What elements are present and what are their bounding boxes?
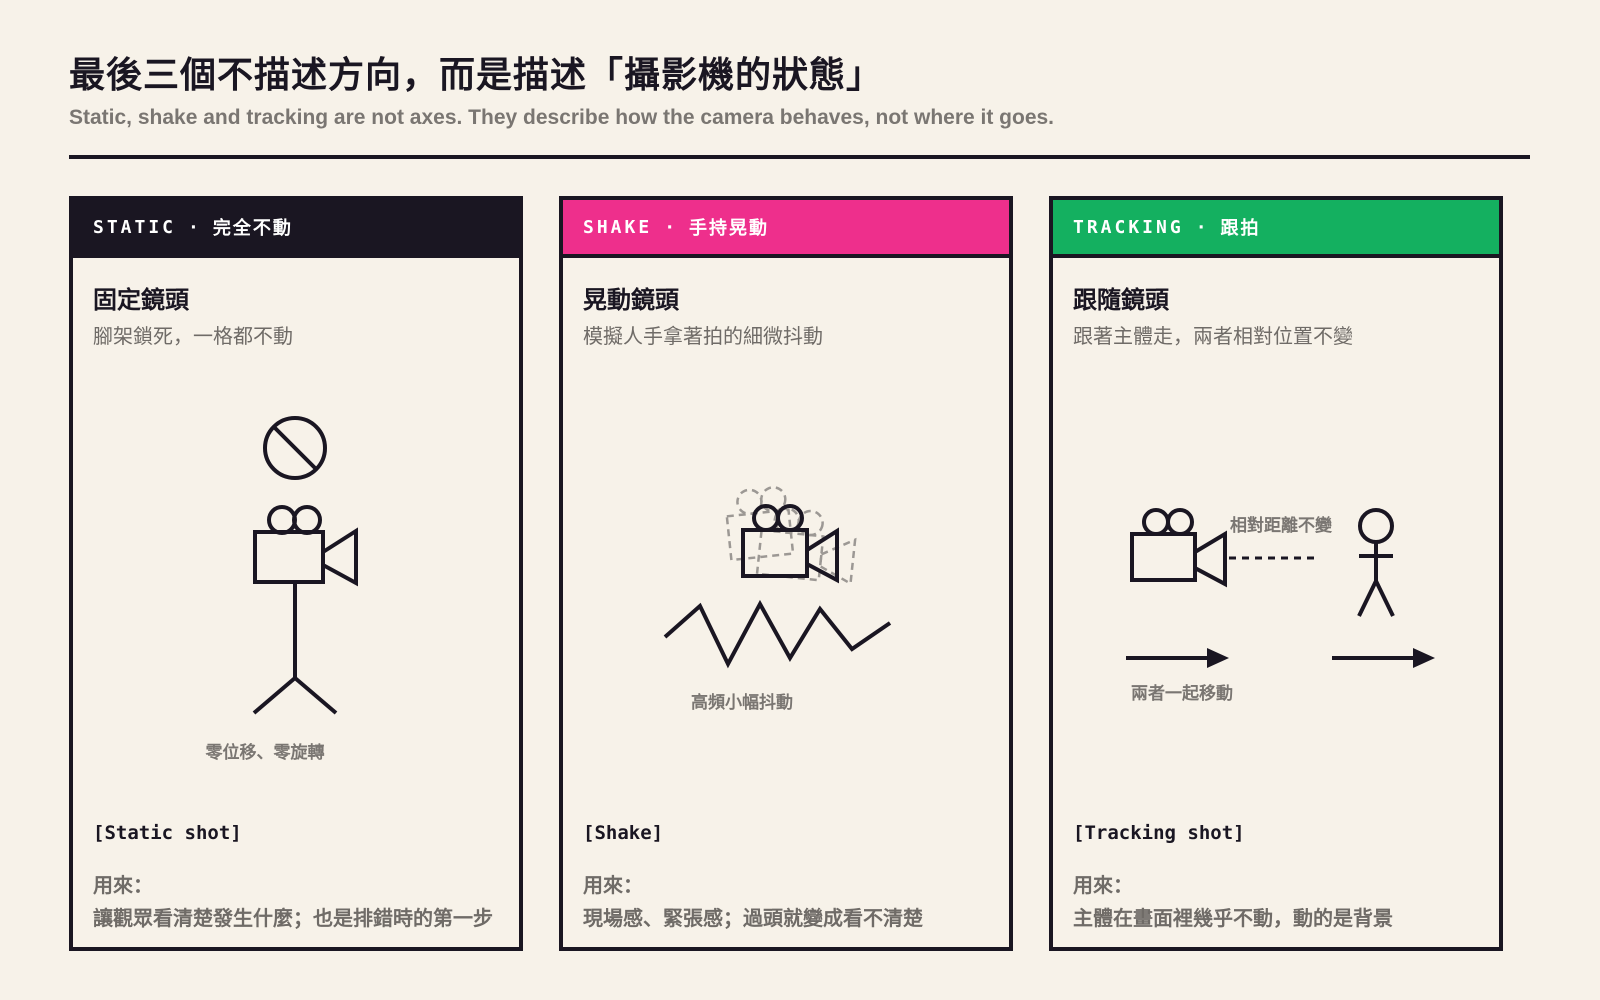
camera-icon	[1130, 508, 1227, 588]
card-static-header: STATIC · 完全不動	[73, 200, 519, 258]
card-shake-use-text: 現場感、緊張感；過頭就變成看不清楚	[583, 906, 923, 930]
card-tracking: TRACKING · 跟拍 跟隨鏡頭 跟著主體走，兩者相對位置不變 相對距離不變	[1049, 196, 1503, 951]
page-subtitle: Static, shake and tracking are not axes.…	[69, 106, 1055, 129]
card-tracking-zh-label: 跟拍	[1220, 218, 1261, 239]
zigzag-wave-icon	[663, 599, 892, 669]
card-static-use-text: 讓觀眾看清楚發生什麼；也是排錯時的第一步	[93, 906, 493, 930]
no-symbol-icon	[263, 416, 327, 480]
card-static-fig-label: 零位移、零旋轉	[205, 742, 325, 763]
card-tracking-use-label: 用來：	[1073, 873, 1133, 897]
card-shake-figure: 高頻小幅抖動	[663, 486, 892, 713]
card-static-desc: 腳架鎖死，一格都不動	[93, 324, 293, 348]
card-shake-name: 晃動鏡頭	[583, 286, 679, 314]
card-static: STATIC · 完全不動 固定鏡頭 腳架鎖死，一格都不動 零位移、零旋轉	[69, 196, 523, 951]
card-shake-desc: 模擬人手拿著拍的細微抖動	[583, 324, 823, 348]
card-shake-zh-label: 手持晃動	[689, 218, 770, 239]
card-tracking-name: 跟隨鏡頭	[1073, 286, 1169, 314]
card-tracking-shot-tag: [Tracking shot]	[1073, 822, 1245, 844]
camera-icon	[253, 505, 358, 587]
card-static-shot-tag: [Static shot]	[93, 822, 242, 844]
title-divider	[69, 155, 1530, 159]
card-tracking-use-text: 主體在畫面裡幾乎不動，動的是背景	[1073, 906, 1393, 930]
card-tracking-en-label: TRACKING	[1073, 216, 1184, 238]
card-shake-header: SHAKE · 手持晃動	[563, 200, 1009, 258]
card-shake-use-label: 用來：	[583, 873, 643, 897]
card-static-separator: ·	[188, 216, 201, 238]
card-tracking-header: TRACKING · 跟拍	[1053, 200, 1499, 258]
card-shake-en-label: SHAKE	[583, 216, 653, 238]
card-tracking-figure: 相對距離不變 兩者一起移動	[1126, 508, 1435, 704]
camera-icon	[741, 504, 839, 584]
card-tracking-distance-label: 相對距離不變	[1230, 515, 1333, 536]
arrow-right-icon	[1126, 648, 1229, 668]
card-static-en-label: STATIC	[93, 216, 177, 238]
card-shake-separator: ·	[664, 216, 678, 238]
page-title: 最後三個不描述方向，而是描述「攝影機的狀態」	[69, 55, 884, 96]
card-shake-fig-label: 高頻小幅抖動	[691, 692, 793, 713]
card-tracking-desc: 跟著主體走，兩者相對位置不變	[1073, 324, 1353, 348]
card-static-use-label: 用來：	[93, 873, 153, 897]
card-static-zh-label: 完全不動	[212, 218, 293, 239]
arrow-right-icon	[1332, 648, 1435, 668]
card-tracking-separator: ·	[1195, 216, 1209, 238]
person-icon	[1357, 508, 1395, 617]
tripod-icon	[252, 582, 338, 715]
card-static-name: 固定鏡頭	[93, 286, 189, 314]
card-shake: SHAKE · 手持晃動 晃動鏡頭 模擬人手拿著拍的細微抖動	[559, 196, 1013, 951]
card-static-figure: 零位移、零旋轉	[205, 416, 358, 763]
card-shake-shot-tag: [Shake]	[583, 822, 664, 844]
card-tracking-fig-label: 兩者一起移動	[1131, 683, 1233, 704]
